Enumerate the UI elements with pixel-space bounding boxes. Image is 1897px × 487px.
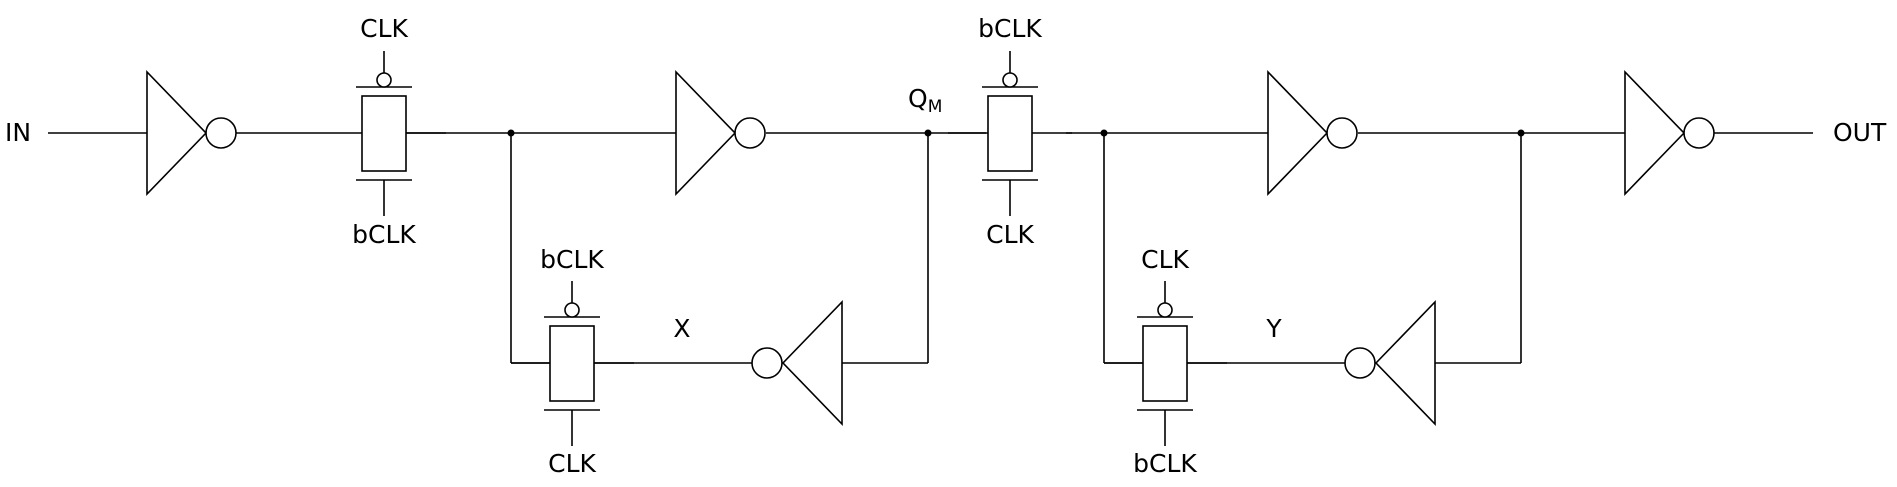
feedback-inverter-1	[751, 300, 843, 426]
node-qm-main: Q	[908, 84, 928, 113]
inverter-2	[675, 70, 766, 196]
inverter-3	[1267, 70, 1358, 196]
node-y-label: Y	[1265, 314, 1282, 343]
tg3-top-label: bCLK	[978, 14, 1042, 43]
junction-dot	[507, 129, 515, 137]
tg4-top-label: CLK	[1141, 245, 1189, 274]
transmission-gate-2	[511, 281, 634, 446]
junction-dot	[924, 129, 932, 137]
tg2-top-label: bCLK	[540, 245, 604, 274]
node-x-label: X	[673, 314, 690, 343]
tg1-bottom-label: bCLK	[352, 220, 416, 249]
transmission-gate-1	[326, 51, 446, 216]
junction-dot	[1100, 129, 1108, 137]
junction-dots	[507, 129, 1525, 137]
inverter-4	[1624, 70, 1715, 196]
transmission-gate-3	[948, 51, 1072, 216]
inverter-1	[146, 70, 237, 196]
tg4-bottom-label: bCLK	[1133, 449, 1197, 478]
feedback-inverter-2	[1344, 300, 1436, 426]
transmission-gate-4	[1104, 281, 1227, 446]
tg1-top-label: CLK	[360, 14, 408, 43]
tg2-bottom-label: CLK	[548, 449, 596, 478]
junction-dot	[1517, 129, 1525, 137]
node-qm-label: QM	[908, 84, 942, 117]
tg3-bottom-label: CLK	[986, 220, 1034, 249]
node-qm-subscript: M	[928, 97, 943, 117]
input-label: IN	[5, 118, 31, 147]
output-label: OUT	[1833, 118, 1887, 147]
